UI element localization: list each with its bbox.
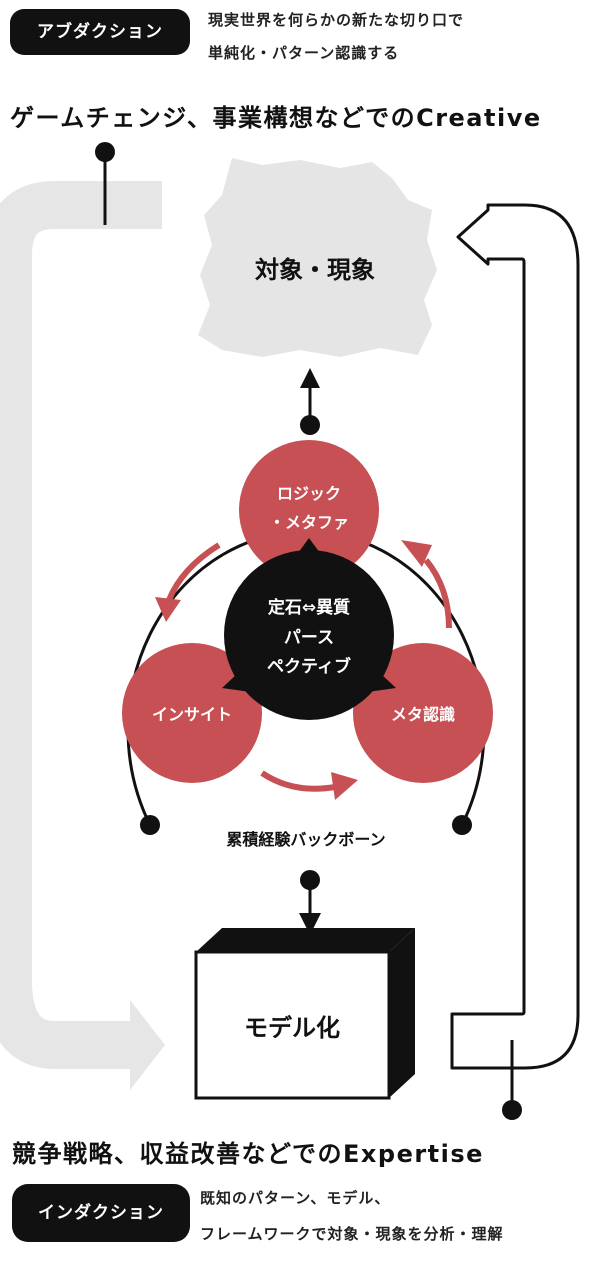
center-label-line1: 定石⇔異質 (268, 597, 350, 618)
perspective-core (222, 538, 396, 720)
center-label-line2: パース (284, 628, 334, 648)
arrow-to-target (300, 368, 320, 435)
induction-badge: インダクション (12, 1184, 190, 1242)
induction-desc-line1: 既知のパターン、モデル、 (200, 1189, 391, 1207)
arc-right-end (452, 815, 472, 835)
model-label: モデル化 (244, 1014, 340, 1042)
induction-description: 既知のパターン、モデル、 フレームワークで対象・現象を分析・理解 (200, 1180, 504, 1252)
center-label-line3: ペクティブ (267, 656, 351, 677)
logic-metaphor-circle (239, 440, 379, 580)
abduction-desc-line2: 単純化・パターン認識する (208, 44, 400, 62)
target-phenomenon-blob (198, 158, 437, 357)
meta-cognition-label: メタ認識 (391, 705, 455, 724)
arrow-to-model (299, 870, 321, 935)
cycle-arrow-bottom (260, 770, 358, 800)
abduction-description: 現実世界を何らかの新たな切り口で 単純化・パターン認識する (208, 4, 464, 70)
abduction-badge: アブダクション (10, 9, 190, 55)
abduction-desc-line1: 現実世界を何らかの新たな切り口で (208, 11, 465, 29)
model-box: モデル化 (194, 928, 415, 1100)
meta-cognition-circle (353, 643, 493, 783)
expertise-pin (502, 1040, 522, 1120)
creative-heading: ゲームチェンジ、事業構想などでのCreative (10, 104, 542, 132)
cycle-arrow-left (155, 542, 221, 622)
expertise-heading: 競争戦略、収益改善などでのExpertise (12, 1140, 484, 1168)
cycle-arrow-right (401, 540, 452, 629)
insight-circle (122, 643, 262, 783)
logic-label-line2: ・メタファ (269, 513, 349, 532)
creative-gray-arrow (0, 181, 165, 1090)
backbone-label: 累積経験バックボーン (226, 830, 385, 849)
arc-left-end (140, 815, 160, 835)
target-label: 対象・現象 (255, 256, 375, 284)
logic-label-line1: ロジック (277, 484, 341, 503)
creative-pin (95, 142, 115, 225)
expertise-outline-arrow (450, 203, 580, 1070)
insight-label: インサイト (152, 705, 232, 724)
induction-desc-line2: フレームワークで対象・現象を分析・理解 (200, 1225, 504, 1243)
